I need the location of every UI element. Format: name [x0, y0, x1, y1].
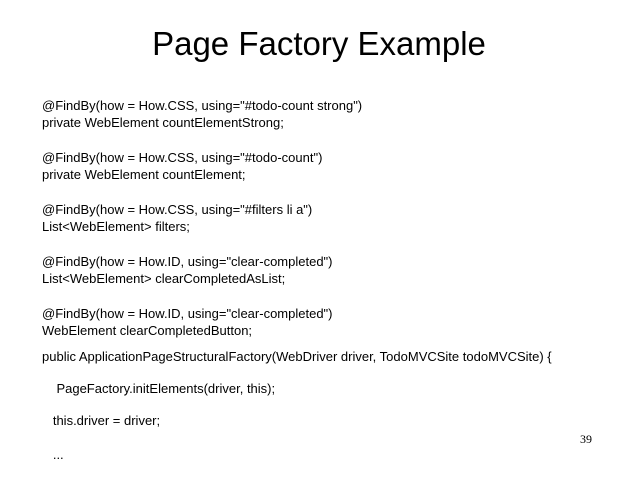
- code-line: @FindBy(how = How.ID, using="clear-compl…: [42, 306, 333, 321]
- code-line: private WebElement countElement;: [42, 167, 246, 182]
- slide-number: 39: [580, 432, 592, 446]
- code-line: List<WebElement> filters;: [42, 219, 190, 234]
- code-line: private WebElement countElementStrong;: [42, 115, 284, 130]
- code-line: ...: [42, 447, 64, 462]
- code-line: List<WebElement> clearCompletedAsList;: [42, 271, 286, 286]
- code-line: @FindBy(how = How.CSS, using="#todo-coun…: [42, 98, 363, 113]
- slide-title: Page Factory Example: [152, 25, 486, 62]
- code-line: @FindBy(how = How.CSS, using="#todo-coun…: [42, 150, 323, 165]
- code-line: public ApplicationPageStructuralFactory(…: [42, 349, 552, 364]
- code-line: PageFactory.initElements(driver, this);: [42, 381, 276, 396]
- code-line: this.driver = driver;: [42, 413, 161, 428]
- code-line: @FindBy(how = How.ID, using="clear-compl…: [42, 254, 333, 269]
- code-line: @FindBy(how = How.CSS, using="#filters l…: [42, 202, 313, 217]
- code-line: WebElement clearCompletedButton;: [42, 323, 253, 338]
